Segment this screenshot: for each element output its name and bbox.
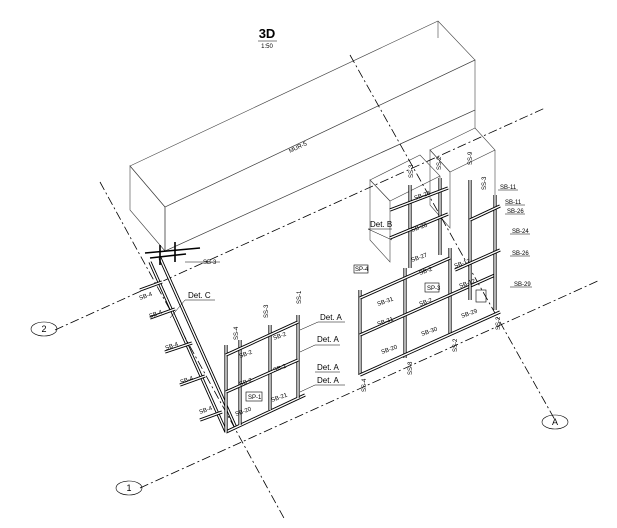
label-ss-3-1: SS-3 [264, 304, 270, 318]
label-sb-2-5: SB-2 [419, 297, 434, 307]
label-sb-3: SB-3 [203, 260, 217, 266]
view-title: 3D [259, 26, 276, 41]
label-ss-4-2: SS-4 [362, 378, 368, 392]
label-sb-2-3: SB-2 [239, 377, 254, 387]
grid-bubble-1: 1 [115, 480, 143, 496]
front-steel-frame-sp1 [224, 315, 306, 434]
grid-bubble-2: 2 [30, 321, 58, 337]
label-sb-29-1: SB-29 [461, 308, 479, 320]
label-sb-21: SB-21 [271, 392, 289, 404]
label-sb-30: SB-30 [421, 326, 439, 338]
label-ss-9: SS-9 [468, 151, 474, 165]
label-ss-2-3: SS-2 [496, 316, 502, 330]
view-scale: 1:50 [261, 44, 273, 50]
label-sb-2-2: SB-2 [273, 331, 288, 341]
label-ss-8: SS-8 [408, 361, 414, 375]
column-labels: SS-1 SS-3 SS-4 SS-4 SS-8 SS-2 SS-3 SS-2 … [234, 151, 502, 392]
callout-det-c: Det. C [188, 291, 211, 300]
label-sb-11-2: SB-11 [505, 200, 522, 206]
label-ss-3-2: SS-3 [409, 164, 415, 178]
callout-det-a-2: Det. A [317, 335, 339, 344]
label-sb-12-2: SB-12 [454, 258, 472, 270]
panel-tag-sp4: SP-4 [355, 267, 369, 273]
label-sb-20-1: SB-20 [235, 406, 253, 418]
leader-lines [169, 189, 532, 393]
label-sb-26-2: SB-26 [512, 251, 529, 257]
label-sb-26-1: SB-26 [507, 209, 524, 215]
label-sb-12-1: SB-12 [459, 278, 477, 290]
label-ss-1: SS-1 [297, 290, 303, 304]
member-labels: SB-3 SB-4 SB-4 SB-4 SB-4 SB-4 SB-2 SB-2 … [139, 185, 532, 418]
grid-lines [54, 54, 601, 521]
label-sb-2-6: SB-2 [419, 266, 434, 276]
label-sb-29-2: SB-29 [514, 282, 531, 288]
callout-det-a-4: Det. A [317, 376, 339, 385]
label-sb-31-1: SB-31 [377, 296, 395, 308]
wall-label: MUR-5 [288, 141, 308, 155]
label-sb-24: SB-24 [512, 229, 529, 235]
grid-bubble-a: A [541, 414, 569, 430]
callout-det-a-1: Det. A [320, 313, 342, 322]
panel-tag-sp1: SP-1 [248, 395, 262, 401]
label-sb-4-4: SB-4 [180, 375, 195, 385]
label-sb-27: SB-27 [411, 252, 429, 264]
grid-label-2: 2 [41, 324, 46, 334]
label-ss-2-2: SS-2 [437, 156, 443, 170]
left-steel-frame [139, 242, 238, 433]
label-sb-4-2: SB-4 [149, 309, 164, 319]
label-sb-11-1: SB-11 [500, 185, 517, 191]
label-ss-3-3: SS-3 [482, 176, 488, 190]
label-sb-2-1: SB-2 [239, 349, 254, 359]
label-sb-28-2: SB-28 [414, 190, 432, 202]
label-sb-20-2: SB-20 [381, 344, 399, 356]
label-sb-28-1: SB-28 [411, 222, 429, 234]
callout-det-a-3: Det. A [317, 363, 339, 372]
label-ss-2-1: SS-2 [453, 338, 459, 352]
label-sb-4-1: SB-4 [139, 291, 154, 301]
label-sb-4-3: SB-4 [165, 341, 180, 351]
grid-label-a: A [552, 417, 558, 427]
panel-tag-sp3: SP-3 [427, 286, 441, 292]
label-ss-4-1: SS-4 [234, 326, 240, 340]
label-sb-31-2: SB-31 [377, 316, 395, 328]
label-sb-4-5: SB-4 [199, 405, 214, 415]
callout-det-b: Det. B [370, 220, 392, 229]
right-steel-frame-sp3 [353, 178, 501, 377]
grid-label-1: 1 [126, 483, 131, 493]
label-sb-2-4: SB-2 [273, 363, 288, 373]
